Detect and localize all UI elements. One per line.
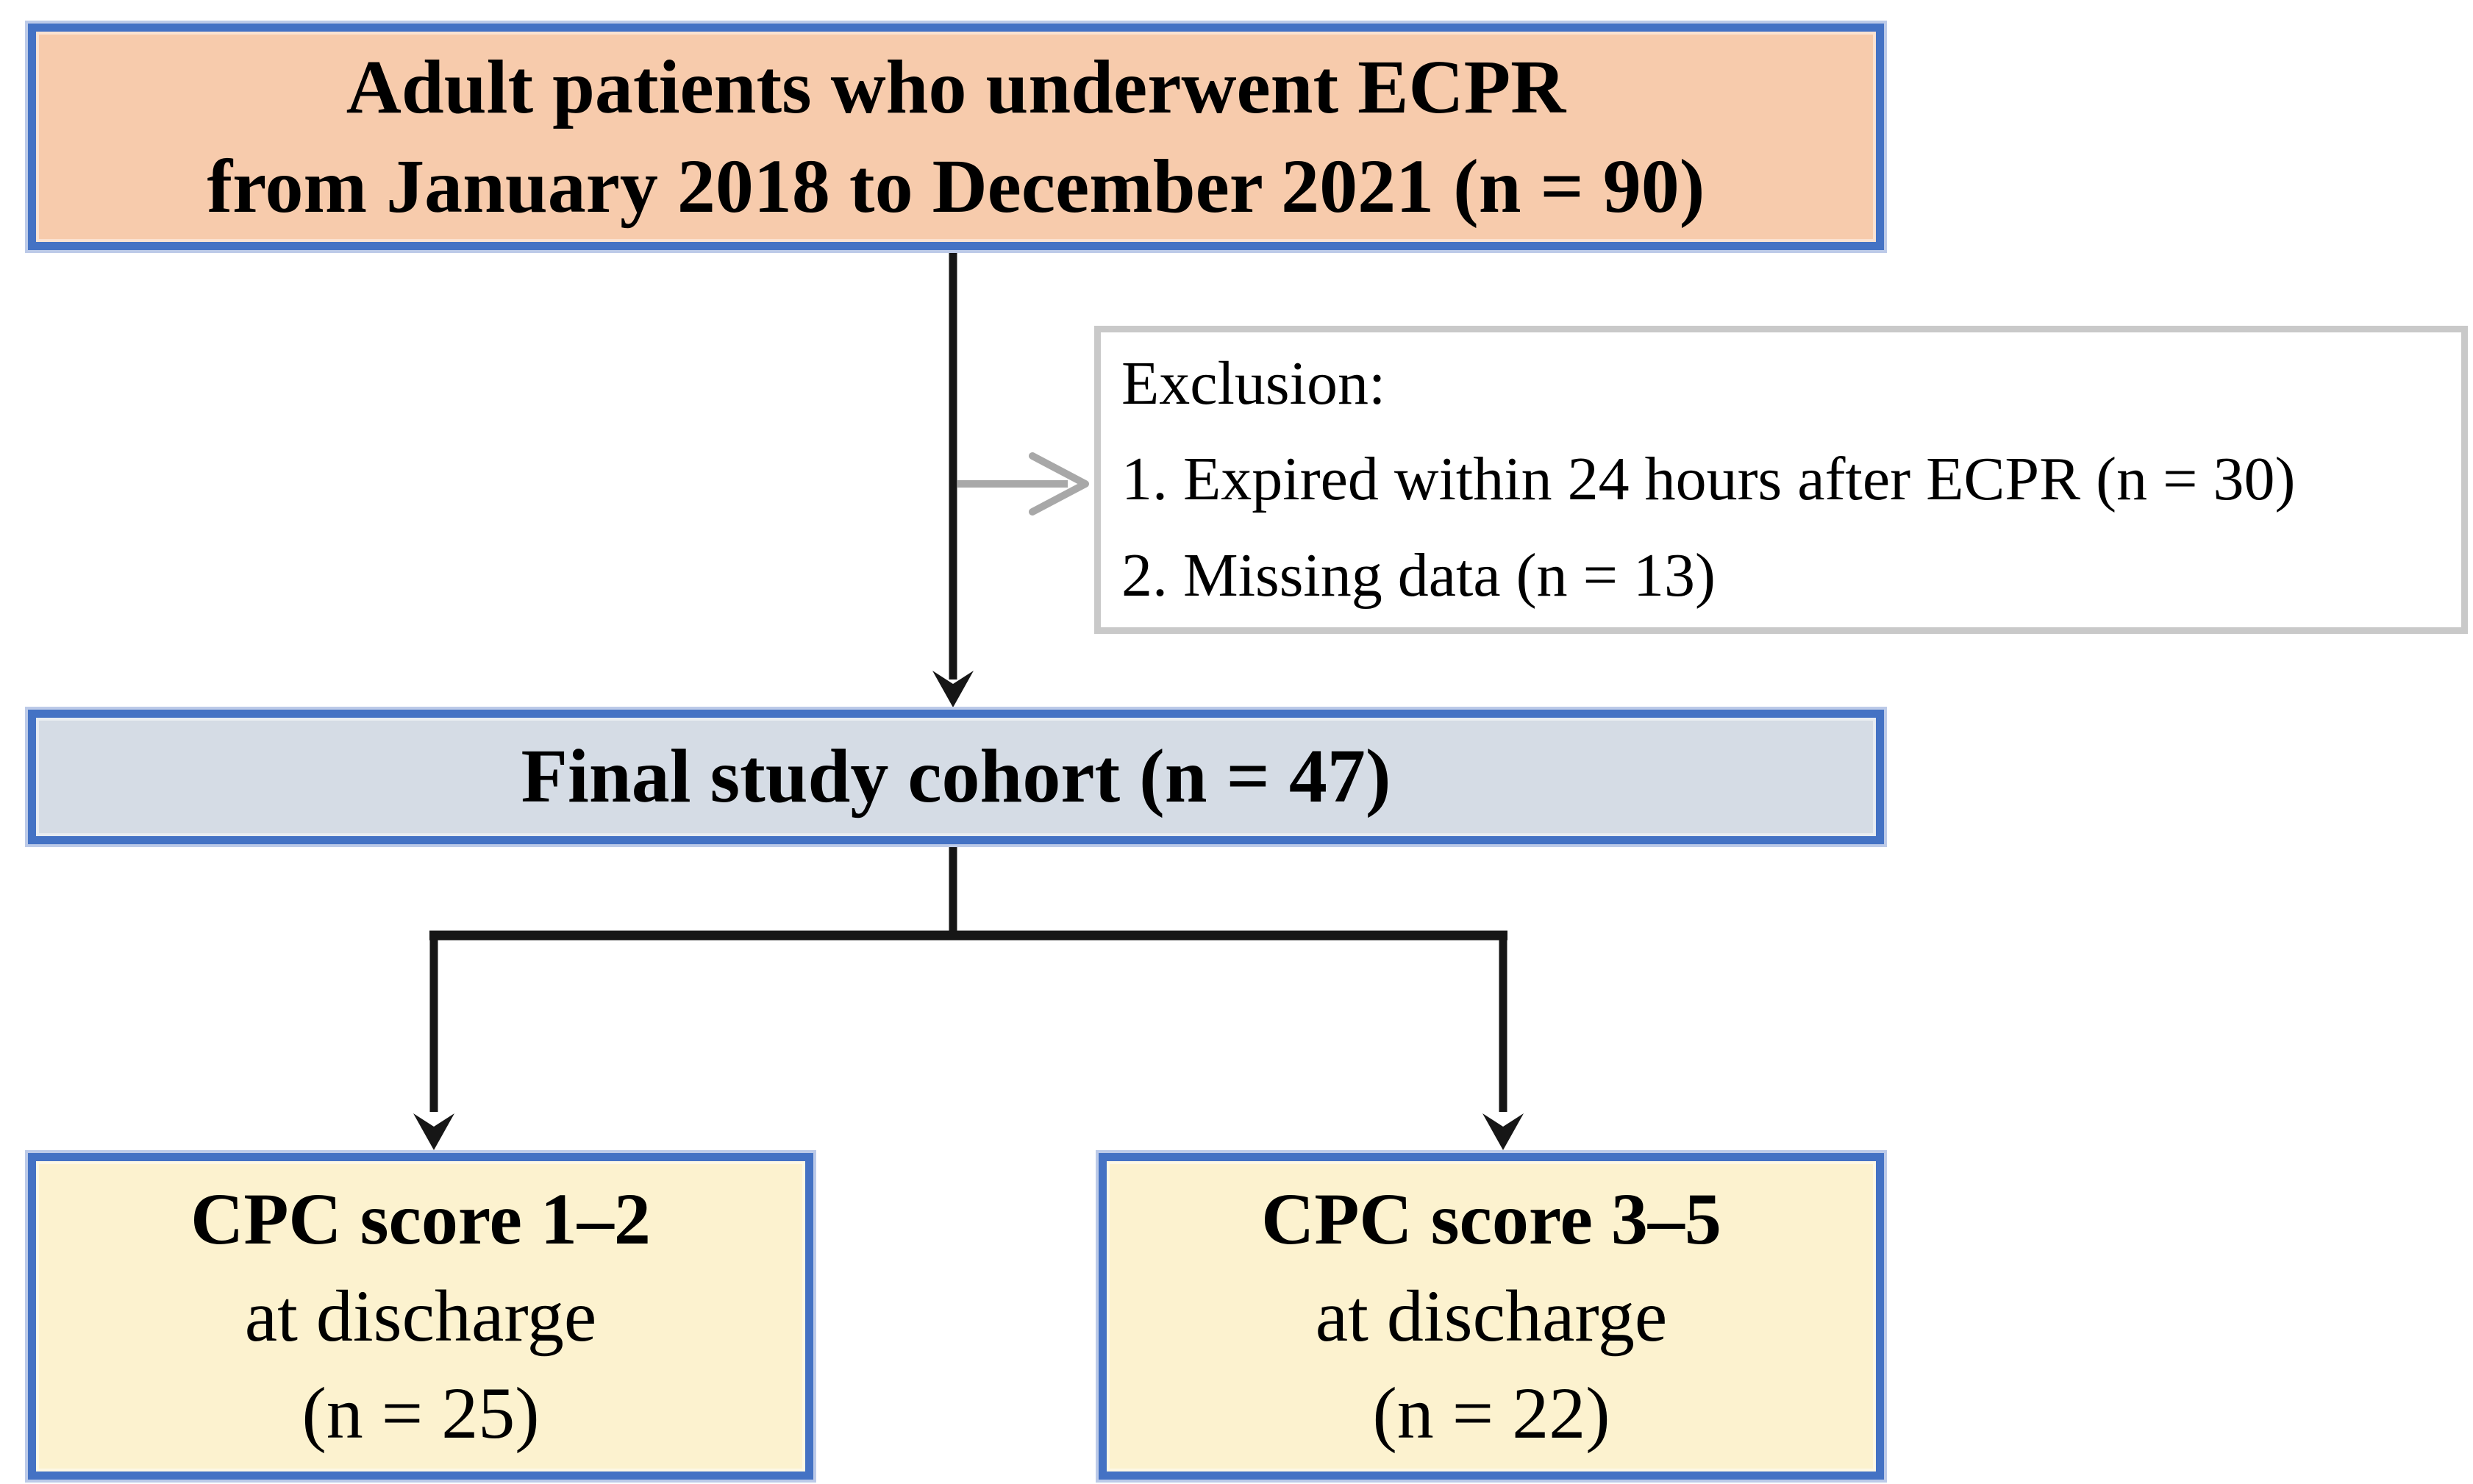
cpc12-line2: at discharge [244, 1275, 597, 1357]
arrow-top-to-cohort [932, 250, 974, 707]
connector-branch [413, 844, 1524, 1150]
box-cpc-score-1-2: CPC score 1–2 at discharge (n = 25) [28, 1153, 813, 1480]
cpc12-line3: (n = 25) [301, 1372, 540, 1454]
box-cpc-score-3-5: CPC score 3–5 at discharge (n = 22) [1099, 1153, 1884, 1480]
box-adult-patients-ecpr: Adult patients who underwent ECPR from J… [28, 24, 1884, 250]
exclusion-heading: Exclusion: [1121, 349, 1386, 418]
arrowhead-down-right-icon [1482, 1113, 1524, 1150]
cpc35-line3: (n = 22) [1372, 1372, 1610, 1454]
box-exclusion: Exclusion: 1. Expired within 24 hours af… [1094, 326, 2468, 634]
arrowhead-down-icon [932, 671, 974, 707]
exclusion-item-2: 2. Missing data (n = 13) [1121, 541, 1716, 610]
cpc12-line1: CPC score 1–2 [190, 1178, 651, 1260]
arrowhead-down-left-icon [413, 1113, 454, 1150]
cpc35-line2: at discharge [1315, 1275, 1668, 1357]
arrowhead-right-icon [1029, 452, 1089, 516]
cohort-label: Final study cohort (n = 47) [521, 734, 1391, 819]
top-box-line2: from January 2018 to December 2021 (n = … [207, 144, 1705, 229]
arrow-to-exclusion [957, 452, 1089, 516]
box-final-study-cohort: Final study cohort (n = 47) [28, 710, 1884, 844]
exclusion-item-1: 1. Expired within 24 hours after ECPR (n… [1121, 445, 2296, 514]
cpc35-line1: CPC score 3–5 [1261, 1178, 1721, 1260]
top-box-line1: Adult patients who underwent ECPR [346, 44, 1566, 129]
